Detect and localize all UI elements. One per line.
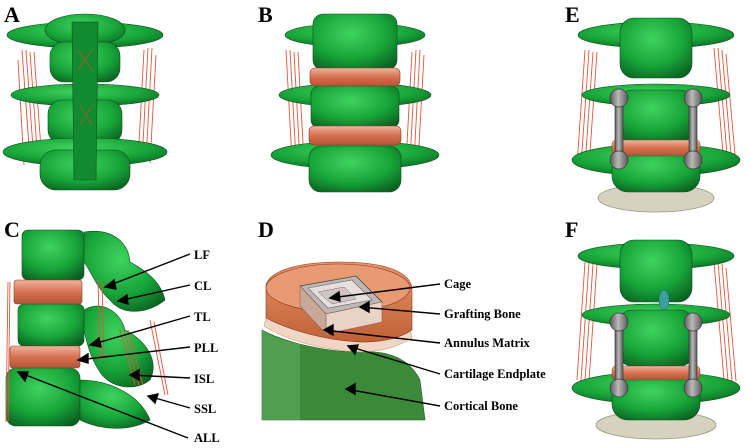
label-isl: ISL	[194, 372, 214, 386]
fixation-rods-e	[609, 88, 703, 170]
disc-f	[611, 365, 701, 381]
spine-model-c	[5, 229, 166, 429]
ligament-lines-a	[17, 47, 157, 166]
label-cage: Cage	[444, 277, 472, 291]
panel-e: E	[565, 2, 741, 213]
panel-a: A	[2, 2, 168, 191]
ligament-lines-b	[285, 49, 425, 164]
ligament-labels-c: LF CL TL PLL ISL SSL ALL	[194, 248, 220, 445]
panel-letter-e: E	[565, 2, 580, 27]
label-cl: CL	[194, 279, 211, 293]
label-cortical-bone: Cortical Bone	[444, 399, 518, 413]
fixation-rods-f	[609, 312, 703, 398]
panel-letter-a: A	[4, 2, 20, 27]
panel-letter-c: C	[4, 217, 20, 242]
intervertebral-discs-b	[308, 67, 402, 146]
component-labels-d: Cage Grafting Bone Annulus Matrix Cartil…	[444, 277, 546, 413]
label-cartilage-endplate: Cartilage Endplate	[444, 367, 546, 381]
cortical-bone-shade	[262, 330, 300, 420]
cage-marker-f	[658, 289, 670, 311]
spine-model-a	[2, 13, 168, 191]
label-grafting-bone: Grafting Bone	[444, 307, 521, 321]
panel-letter-f: F	[565, 217, 578, 242]
panel-d: D Cage Graft	[258, 217, 546, 421]
annotation-arrows-c	[16, 253, 191, 439]
ligament-lines-e	[576, 47, 737, 167]
ligament-center-a	[77, 49, 93, 126]
disc-e	[611, 139, 701, 157]
spine-model-b	[270, 13, 440, 193]
spine-model-e	[571, 17, 741, 193]
panel-c: C	[4, 217, 220, 445]
label-annulus-matrix: Annulus Matrix	[444, 336, 531, 350]
panel-f: F	[565, 217, 741, 440]
annotation-arrows-d	[322, 283, 441, 407]
panel-letter-d: D	[258, 217, 274, 242]
label-ssl: SSL	[194, 402, 216, 416]
panel-b: B	[258, 2, 440, 193]
cage-d	[299, 275, 383, 335]
label-tl: TL	[194, 310, 211, 324]
panel-letter-b: B	[258, 2, 273, 27]
label-all: ALL	[194, 431, 220, 445]
label-lf: LF	[194, 248, 210, 262]
discs-c	[9, 279, 83, 369]
label-pll: PLL	[194, 341, 218, 355]
